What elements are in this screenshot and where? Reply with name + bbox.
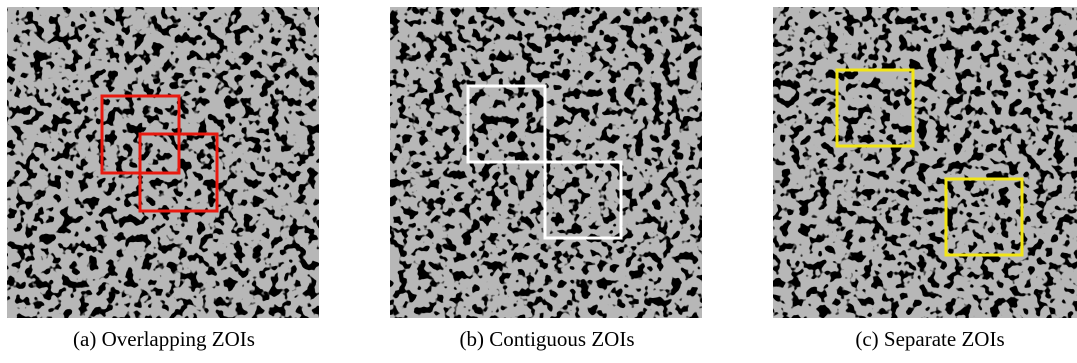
zoi-box-1	[466, 84, 547, 164]
speckle-image-a	[7, 7, 319, 318]
panel-a: (a) Overlapping ZOIs	[7, 0, 321, 363]
zoi-box-1	[835, 68, 915, 148]
caption-c: (c) Separate ZOIs	[855, 327, 1005, 351]
caption-a: (a) Overlapping ZOIs	[73, 327, 255, 351]
zoi-box-2	[944, 177, 1024, 257]
panel-c: (c) Separate ZOIs	[773, 0, 1077, 363]
speckle-image-c	[773, 7, 1077, 318]
zoi-box-2	[543, 160, 623, 240]
panel-b: (b) Contiguous ZOIs	[390, 0, 704, 363]
speckle-image-b	[390, 7, 702, 318]
caption-b: (b) Contiguous ZOIs	[459, 327, 635, 351]
zoi-box-2	[138, 132, 219, 213]
